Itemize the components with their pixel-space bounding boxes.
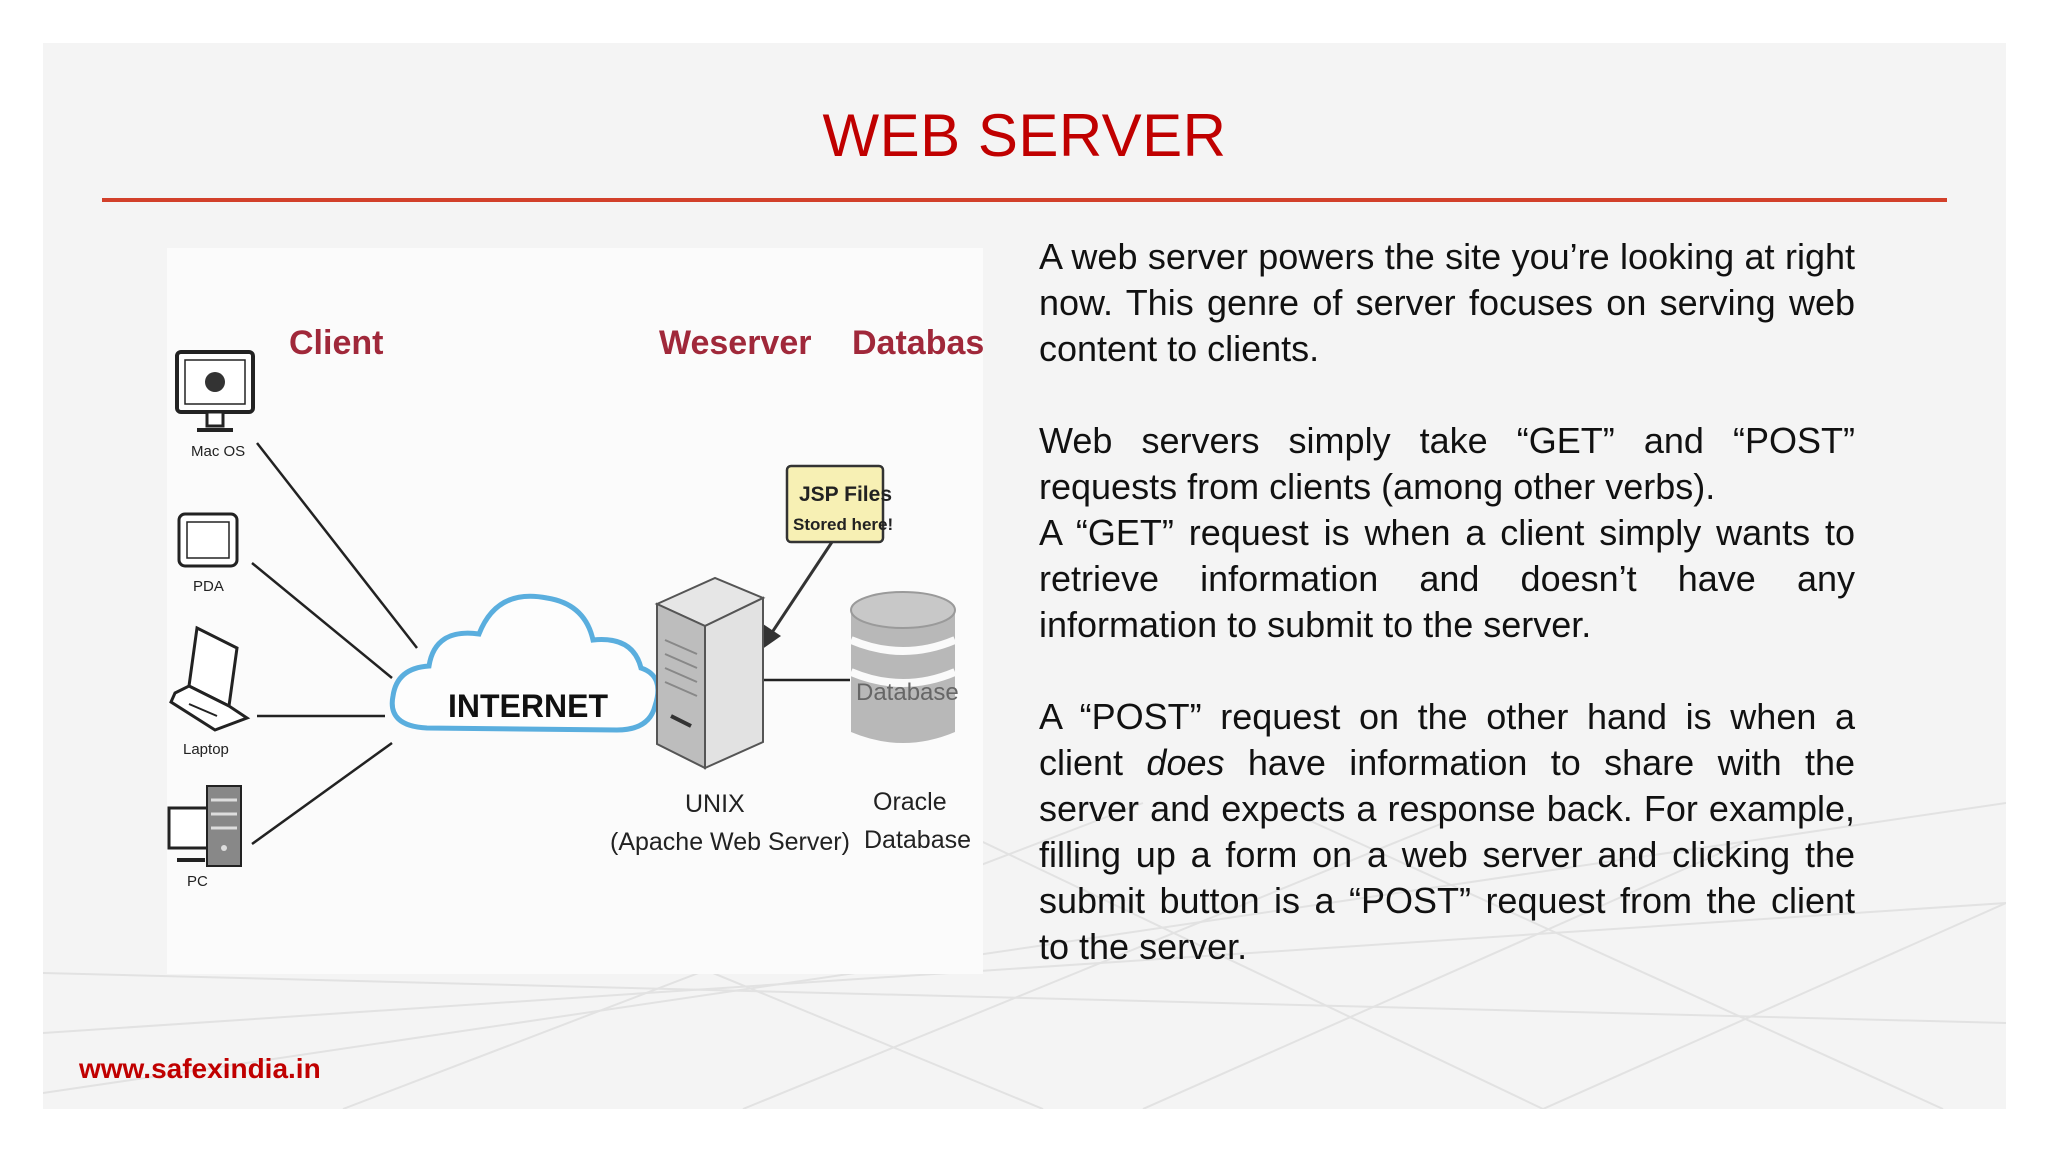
diagram-header-client: Client (289, 324, 383, 362)
diagram-header-database: Database (852, 324, 983, 362)
paragraph-post-start: A “POST” request on the other hand is wh… (1039, 696, 1855, 783)
footer-website: www.safexindia.in (79, 1053, 321, 1084)
web-server-diagram: Client Weserver Database Mac OS (167, 248, 983, 974)
device-label-pda: PDA (193, 578, 224, 595)
server-tower-icon (654, 576, 766, 770)
paragraph-post-end: have information to share with the serve… (1039, 742, 1855, 967)
paragraph-post-emphasis: does (1146, 742, 1225, 783)
device-label-mac: Mac OS (191, 443, 245, 460)
device-label-pc: PC (187, 873, 208, 890)
title-divider (102, 198, 1947, 202)
pc-icon (167, 785, 242, 867)
server-caption-line2: (Apache Web Server) (610, 828, 850, 856)
db-caption-line1: Oracle (873, 788, 947, 816)
jsp-files-note (761, 464, 885, 650)
diagram-header-webserver: Weserver (659, 324, 812, 362)
server-caption-line1: UNIX (685, 790, 745, 818)
device-label-laptop: Laptop (183, 741, 229, 758)
paragraph-get: A “GET” request is when a client simply … (1039, 512, 1855, 645)
mac-os-icon (175, 350, 255, 432)
database-cylinder-label: Database (856, 679, 959, 706)
explanation-text: A web server powers the site you’re look… (1039, 234, 1855, 970)
paragraph-intro: A web server powers the site you’re look… (1039, 236, 1855, 369)
slide: WEB SERVER Client Weserver Database (43, 43, 2006, 1109)
db-caption-line2: Database (864, 826, 971, 854)
laptop-icon (169, 625, 251, 732)
connection-lines (251, 442, 850, 846)
pda-icon (177, 512, 239, 568)
floor-grid-background (43, 802, 2006, 1109)
jsp-note-line1: JSP Files (799, 483, 892, 506)
slide-title: WEB SERVER (822, 102, 1227, 169)
paragraph-get-post: Web servers simply take “GET” and “POST”… (1039, 420, 1855, 507)
paragraph-post: A “POST” request on the other hand is wh… (1039, 694, 1855, 970)
internet-label: INTERNET (448, 688, 608, 724)
jsp-note-line2: Stored here! (793, 515, 893, 534)
database-cylinder-icon (849, 591, 957, 743)
